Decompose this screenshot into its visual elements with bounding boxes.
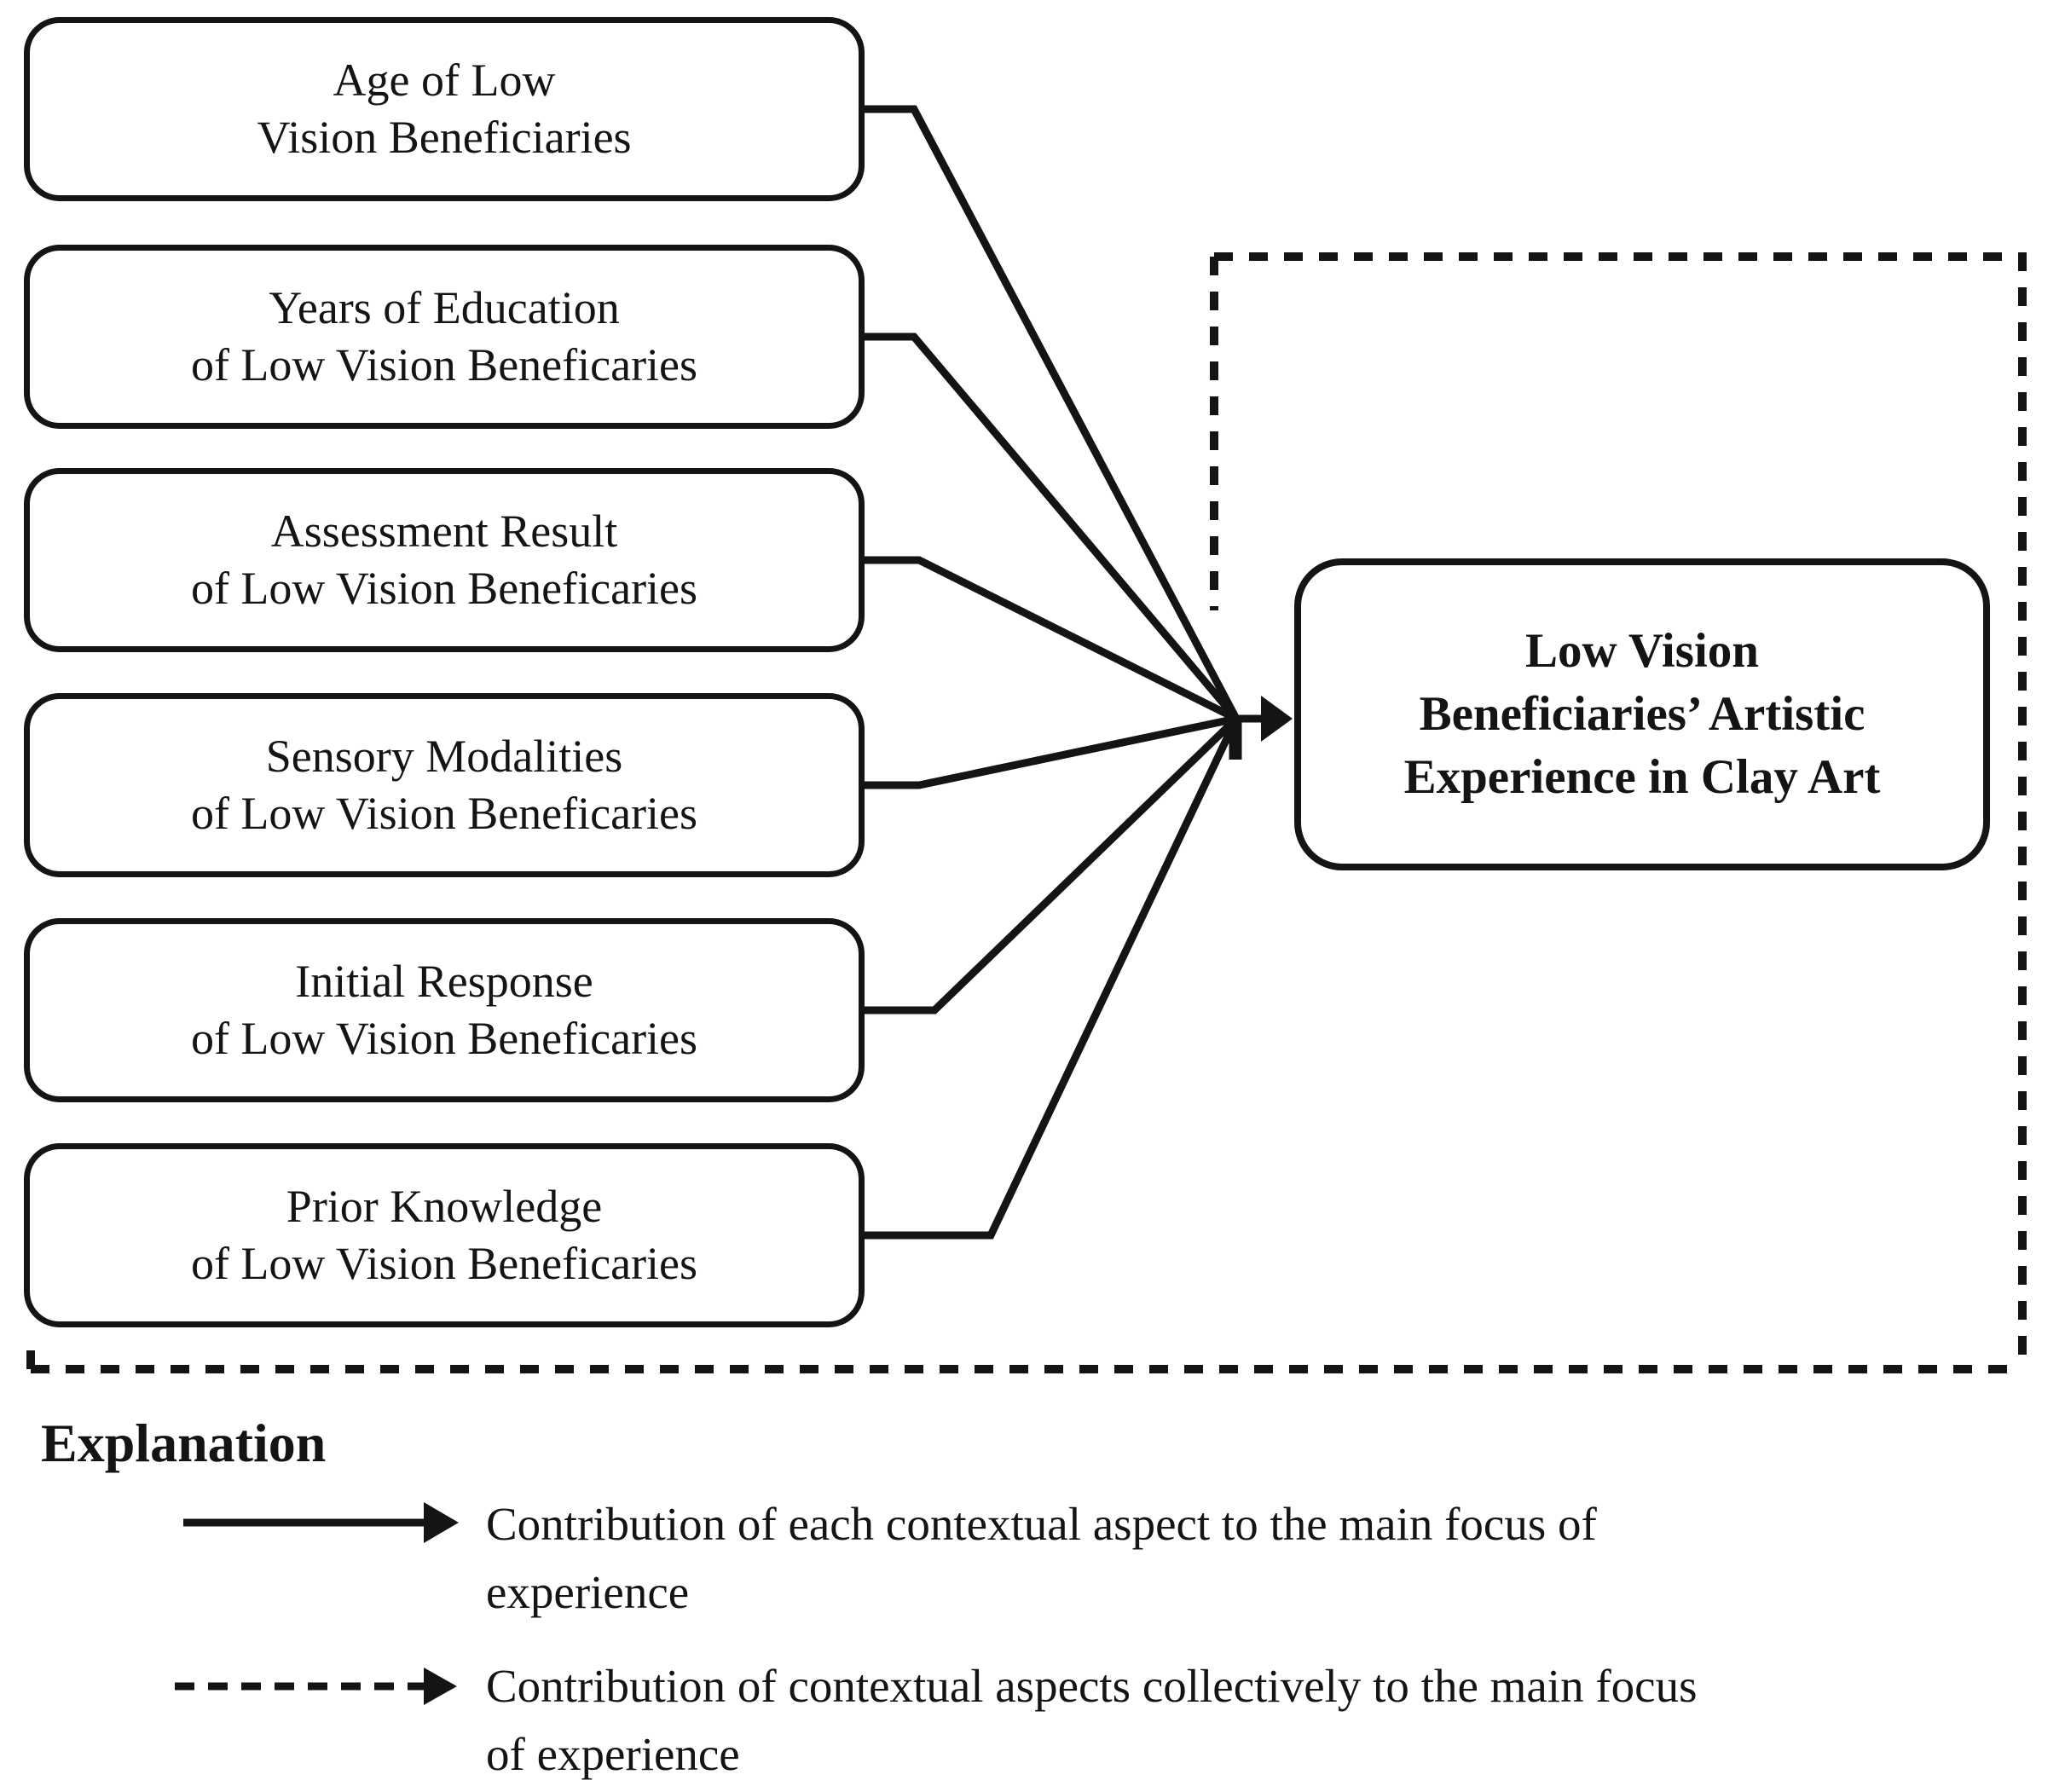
main-focus-line2: Beneficiaries’ Artistic (1419, 687, 1865, 741)
main-focus-line3: Experience in Clay Art (1403, 750, 1881, 804)
main-focus-line1: Low Vision (1524, 624, 1759, 678)
context-box-sensory: Sensory Modalities of Low Vision Benefic… (24, 693, 865, 877)
legend-item-solid-line1: Contribution of each contextual aspect t… (486, 1498, 1597, 1550)
main-focus-box: Low Vision Beneficiaries’ Artistic Exper… (1294, 558, 1990, 870)
context-box-assessment: Assessment Result of Low Vision Benefica… (24, 468, 865, 652)
context-box-prior-knowledge: Prior Knowledge of Low Vision Beneficari… (24, 1143, 865, 1327)
connector-lines (857, 105, 1241, 1240)
context-box-assessment-line2: of Low Vision Beneficaries (190, 563, 698, 614)
connector-line-initial-response (857, 715, 1240, 1015)
legend-item-dashed-line2: of experience (486, 1728, 740, 1780)
legend-item-dashed-line1: Contribution of contextual aspects colle… (486, 1660, 1698, 1712)
legend-heading: Explanation (41, 1413, 327, 1473)
connector-line-assessment (857, 556, 1239, 723)
connector-line-age (857, 105, 1240, 721)
context-box-age-line2: Vision Beneficiaries (257, 112, 632, 163)
connector-line-education (857, 332, 1240, 721)
context-box-education-line2: of Low Vision Beneficaries (190, 339, 698, 390)
main-arrowhead-icon (1261, 696, 1293, 742)
dashed-border (26, 252, 2027, 1373)
context-box-sensory-line2: of Low Vision Beneficaries (190, 788, 698, 839)
connector-line-sensory (857, 714, 1237, 789)
context-box-initial-response-line1: Initial Response (295, 956, 593, 1007)
context-box-education: Years of Education of Low Vision Benefic… (24, 245, 865, 429)
context-box-initial-response-line2: of Low Vision Beneficaries (190, 1013, 698, 1064)
legend-solid-arrow-icon (183, 1502, 459, 1543)
context-box-prior-knowledge-line1: Prior Knowledge (286, 1181, 603, 1232)
context-box-education-line1: Years of Education (269, 282, 620, 333)
context-box-age: Age of Low Vision Beneficiaries (24, 17, 865, 201)
legend-dashed-arrow-icon (175, 1668, 457, 1705)
connector-line-prior-knowledge (857, 717, 1241, 1240)
context-box-age-line1: Age of Low (333, 55, 556, 106)
context-box-initial-response: Initial Response of Low Vision Beneficar… (24, 918, 865, 1102)
context-box-sensory-line1: Sensory Modalities (265, 731, 623, 782)
dashed-border-top-right (1214, 252, 2027, 1369)
context-box-assessment-line1: Assessment Result (270, 506, 618, 557)
legend-item-solid-line2: experience (486, 1566, 690, 1618)
context-box-prior-knowledge-line2: of Low Vision Beneficaries (190, 1238, 698, 1289)
